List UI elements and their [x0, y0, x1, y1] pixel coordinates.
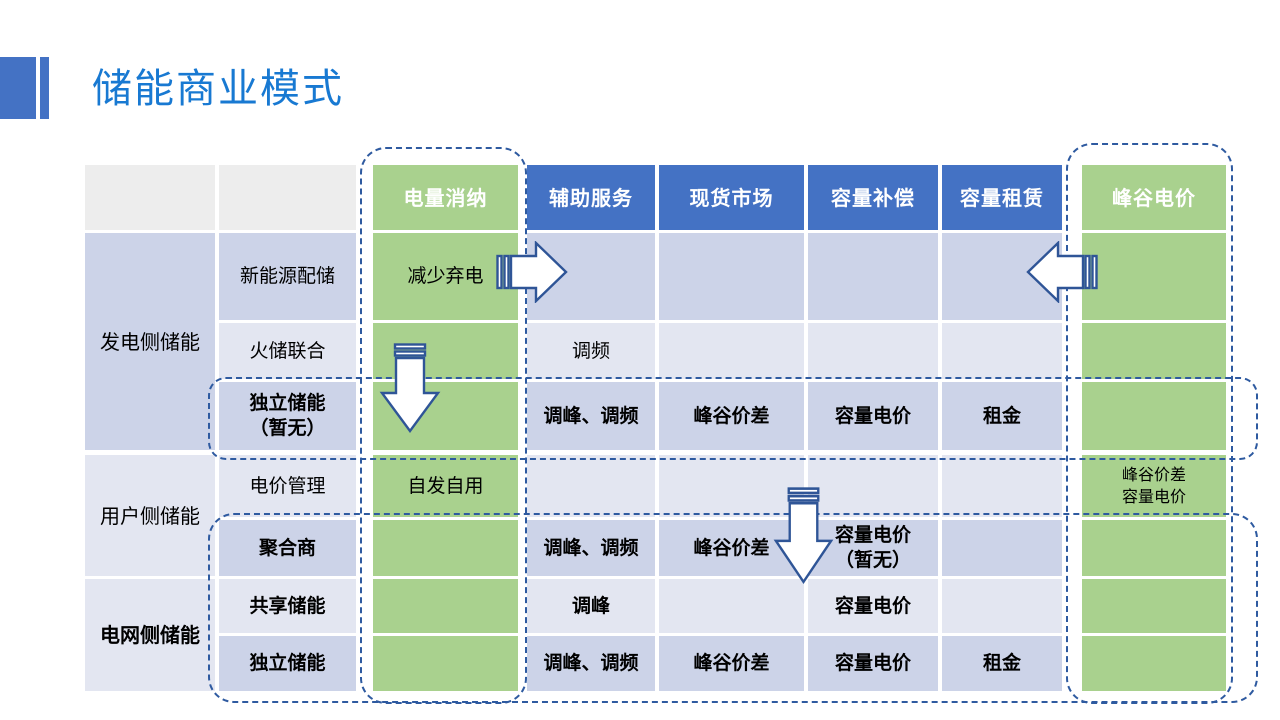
- cell-r6-c2: 调峰: [527, 579, 655, 633]
- cell-r5-c2: 调峰、调频: [527, 520, 655, 576]
- cell-r3-c3: 峰谷价差: [659, 382, 804, 450]
- cell-r4-c2: [527, 455, 655, 517]
- cell-r2-c2: 调频: [527, 323, 655, 379]
- cell-r6-c1: [373, 579, 518, 633]
- row-label-6: 共享储能: [219, 579, 356, 633]
- cell-r5-c5: [942, 520, 1062, 576]
- cell-r7-c5: 租金: [942, 636, 1062, 691]
- header-cell-2: 辅助服务: [527, 165, 655, 230]
- header-cell-corner-label: [219, 165, 356, 230]
- title-accent-square-icon: [0, 57, 36, 119]
- cell-r4-c4: [808, 455, 938, 517]
- cell-r7-c4: 容量电价: [808, 636, 938, 691]
- cell-r3-c6: [1082, 382, 1226, 450]
- cell-r2-c6: [1082, 323, 1226, 379]
- group-cell-3: 电网侧储能: [85, 579, 215, 691]
- cell-r4-c6: 峰谷价差 容量电价: [1082, 455, 1226, 517]
- cell-r6-c4: 容量电价: [808, 579, 938, 633]
- cell-r7-c6: [1082, 636, 1226, 691]
- cell-r4-c1: 自发自用: [373, 455, 518, 517]
- title-accent-bar-icon: [40, 57, 49, 119]
- cell-r1-c3: [659, 233, 804, 320]
- row-label-5: 聚合商: [219, 520, 356, 576]
- cell-r6-c6: [1082, 579, 1226, 633]
- cell-r1-c1: 减少弃电: [373, 233, 518, 320]
- cell-r2-c4: [808, 323, 938, 379]
- header-cell-6: 峰谷电价: [1082, 165, 1226, 230]
- cell-r7-c3: 峰谷价差: [659, 636, 804, 691]
- cell-r7-c2: 调峰、调频: [527, 636, 655, 691]
- cell-r5-c4: 容量电价 （暂无）: [808, 520, 938, 576]
- striped-down-arrow-1-icon: [378, 343, 442, 434]
- cell-r2-c5: [942, 323, 1062, 379]
- row-label-4: 电价管理: [219, 455, 356, 517]
- cell-r7-c1: [373, 636, 518, 691]
- row-label-1: 新能源配储: [219, 233, 356, 320]
- header-cell-5: 容量租赁: [942, 165, 1062, 230]
- cell-r3-c5: 租金: [942, 382, 1062, 450]
- group-cell-1: 发电侧储能: [85, 233, 215, 450]
- cell-r5-c6: [1082, 520, 1226, 576]
- cell-r6-c3: [659, 579, 804, 633]
- cell-r1-c4: [808, 233, 938, 320]
- header-cell-1: 电量消纳: [373, 165, 518, 230]
- striped-right-arrow-icon: [496, 240, 568, 304]
- cell-r6-c5: [942, 579, 1062, 633]
- row-label-7: 独立储能: [219, 636, 356, 691]
- cell-r1-c6: [1082, 233, 1226, 320]
- cell-r4-c5: [942, 455, 1062, 517]
- cell-r3-c4: 容量电价: [808, 382, 938, 450]
- striped-down-arrow-2-icon: [772, 487, 835, 585]
- striped-left-arrow-icon: [1026, 240, 1098, 304]
- cell-r3-c2: 调峰、调频: [527, 382, 655, 450]
- header-cell-corner-group: [85, 165, 215, 230]
- row-label-2: 火储联合: [219, 323, 356, 379]
- cell-r4-c3: [659, 455, 804, 517]
- header-cell-4: 容量补偿: [808, 165, 938, 230]
- cell-r5-c1: [373, 520, 518, 576]
- row-label-3: 独立储能 （暂无）: [219, 382, 356, 450]
- cell-r2-c3: [659, 323, 804, 379]
- page-title: 储能商业模式: [92, 66, 344, 112]
- header-cell-3: 现货市场: [659, 165, 804, 230]
- group-cell-2: 用户侧储能: [85, 455, 215, 576]
